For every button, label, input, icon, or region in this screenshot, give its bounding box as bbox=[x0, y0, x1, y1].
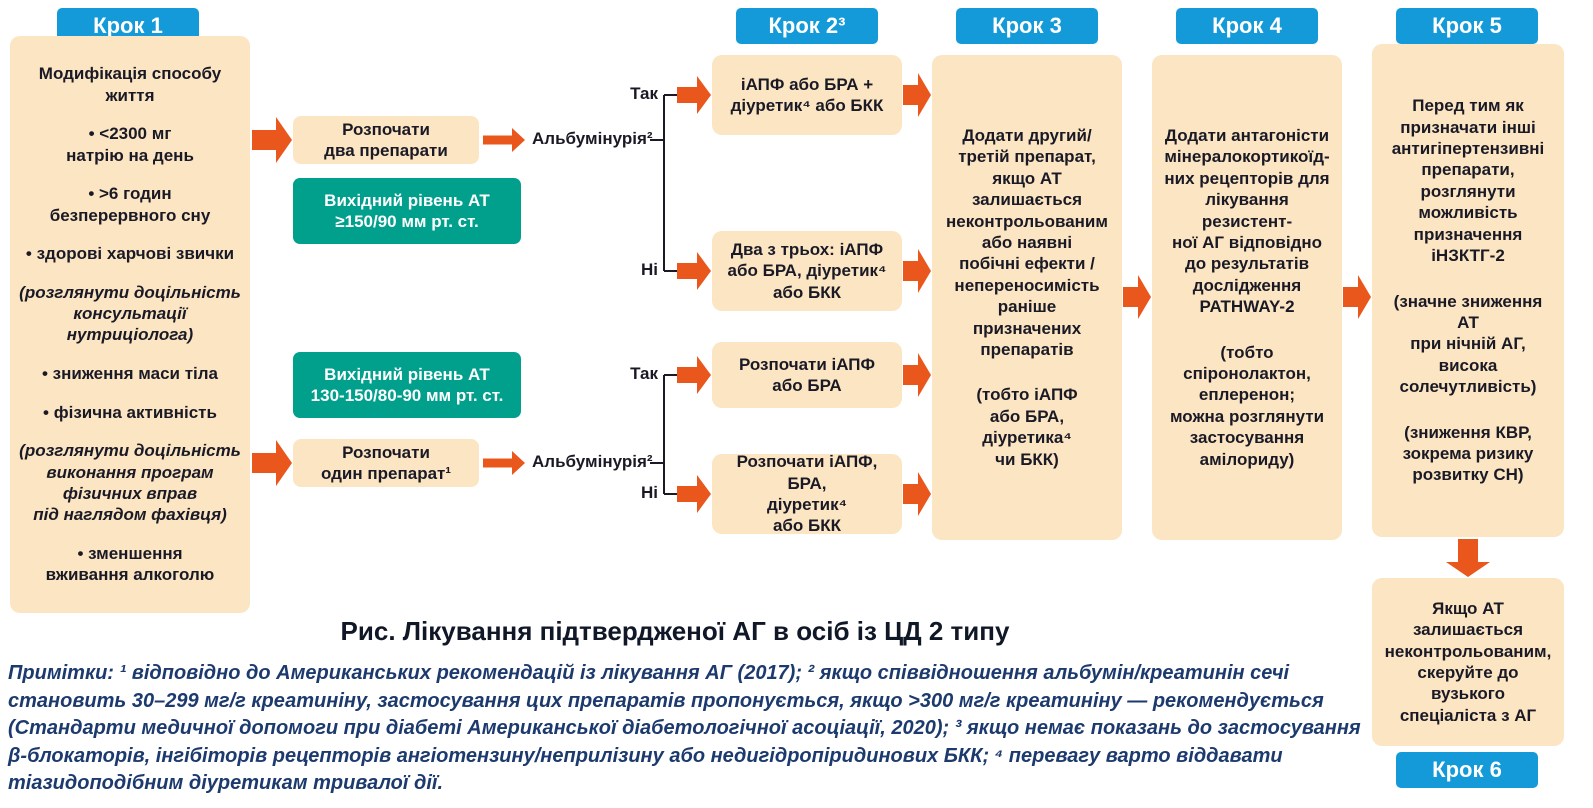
step5-paragraph-note-2: (зниження КВР, зокрема ризику розвитку С… bbox=[1402, 422, 1534, 485]
step5-sglt2-box: Перед тим як призначати інші антигіперте… bbox=[1372, 44, 1564, 537]
badge-step-3: Крок 3 bbox=[956, 8, 1098, 44]
flow-arrow bbox=[903, 249, 931, 293]
flow-arrow bbox=[1446, 539, 1490, 577]
lifestyle-item-weight: • зниження маси тіла bbox=[41, 364, 219, 383]
flow-arrow bbox=[1123, 275, 1151, 319]
step3-paragraph-note: (тобто іАПФ або БРА, діуретика⁴ чи БКК) bbox=[976, 385, 1078, 469]
flow-arrow bbox=[1343, 275, 1371, 319]
lifestyle-note-exercise-program: (розглянути доцільність виконання програ… bbox=[19, 441, 241, 525]
step4-paragraph-main: Додати антагоністи мінералокортикоїд- ни… bbox=[1164, 125, 1330, 317]
flow-arrow bbox=[677, 76, 711, 114]
lifestyle-item-sleep: • >6 годин безперервного сну bbox=[49, 184, 211, 225]
flow-arrow bbox=[903, 353, 931, 397]
yes-label-bottom: Так bbox=[630, 364, 658, 383]
no-label-bottom: Ні bbox=[641, 483, 658, 502]
flow-arrow bbox=[483, 128, 525, 152]
lifestyle-title: Модифікація способу життя bbox=[38, 64, 222, 105]
flow-arrow bbox=[252, 117, 292, 163]
badge-step-4: Крок 4 bbox=[1176, 8, 1318, 44]
yes-label-top: Так bbox=[630, 84, 658, 103]
badge-step-2: Крок 2³ bbox=[736, 8, 878, 44]
step1-lifestyle-box: Модифікація способу життя • <2300 мг нат… bbox=[10, 36, 250, 613]
lifestyle-note-nutritionist: (розглянути доцільність консультації нут… bbox=[19, 282, 241, 345]
baseline-bp-high-box: Вихідний рівень АТ ≥150/90 мм рт. ст. bbox=[293, 178, 521, 244]
flow-arrow bbox=[483, 451, 525, 475]
start-one-drug-box: Розпочати один препарат¹ bbox=[293, 439, 479, 487]
flow-arrow bbox=[677, 356, 711, 394]
lifestyle-item-sodium: • <2300 мг натрію на день bbox=[66, 124, 194, 165]
figure-caption: Рис. Лікування підтвердженої АГ в осіб і… bbox=[340, 616, 1010, 646]
step3-add-drug-box: Додати другий/ третій препарат, якщо АТ … bbox=[932, 55, 1122, 540]
step2-option-3-label: Розпочати іАПФ або БРА bbox=[738, 354, 876, 395]
step2-option-two-of-three: Два з трьох: іАПФ або БРА, діуретик⁴ або… bbox=[712, 231, 902, 311]
step2-option-start-acei-arb: Розпочати іАПФ або БРА bbox=[712, 342, 902, 408]
step2-option-2-label: Два з трьох: іАПФ або БРА, діуретик⁴ або… bbox=[727, 239, 887, 302]
baseline-bp-mid-box: Вихідний рівень АТ 130-150/80-90 мм рт. … bbox=[293, 352, 521, 418]
badge-step-6: Крок 6 bbox=[1396, 752, 1538, 788]
step2-option-start-any: Розпочати іАПФ, БРА, діуретик⁴ або БКК bbox=[712, 452, 902, 536]
flow-arrow bbox=[677, 252, 711, 290]
step2-option-acei-arb-diuretic: іАПФ або БРА + діуретик⁴ або БКК bbox=[712, 55, 902, 135]
step6-referral-box: Якщо АТ залишається неконтрольованим, ск… bbox=[1372, 578, 1564, 746]
step2-option-4-label: Розпочати іАПФ, БРА, діуретик⁴ або БКК bbox=[736, 452, 878, 536]
no-label-top: Ні bbox=[641, 260, 658, 279]
flow-arrow bbox=[903, 73, 931, 117]
albuminuria-label-bottom: Альбумінурія² bbox=[532, 452, 653, 471]
lifestyle-item-activity: • фізична активність bbox=[43, 402, 217, 422]
step4-paragraph-note: (тобто спіронолактон, еплеренон; можна р… bbox=[1169, 342, 1325, 469]
start-two-drugs-label: Розпочати два препарати bbox=[324, 119, 448, 160]
step6-referral-label: Якщо АТ залишається неконтрольованим, ск… bbox=[1384, 598, 1552, 725]
baseline-bp-high-label: Вихідний рівень АТ ≥150/90 мм рт. ст. bbox=[324, 190, 490, 231]
lifestyle-item-alcohol: • зменшення вживання алкоголю bbox=[45, 543, 215, 585]
step5-paragraph-main: Перед тим як призначати інші антигіперте… bbox=[1391, 96, 1545, 266]
step3-paragraph-main: Додати другий/ третій препарат, якщо АТ … bbox=[946, 125, 1108, 360]
start-one-drug-label: Розпочати один препарат¹ bbox=[320, 442, 452, 483]
flow-arrow bbox=[252, 440, 292, 486]
footnotes: Примітки: ¹ відповідно до Американських … bbox=[8, 662, 1361, 795]
baseline-bp-mid-label: Вихідний рівень АТ 130-150/80-90 мм рт. … bbox=[310, 364, 504, 405]
albuminuria-label-top: Альбумінурія² bbox=[532, 129, 653, 148]
flow-arrow bbox=[903, 472, 931, 516]
step4-mra-box: Додати антагоністи мінералокортикоїд- ни… bbox=[1152, 55, 1342, 540]
step5-paragraph-note-1: (значне зниження АТ при нічній АГ, висок… bbox=[1393, 291, 1543, 397]
lifestyle-item-diet: • здорові харчові звички bbox=[25, 244, 235, 264]
flow-arrow bbox=[677, 475, 711, 513]
badge-step-5: Крок 5 bbox=[1396, 8, 1538, 44]
start-two-drugs-box: Розпочати два препарати bbox=[293, 116, 479, 164]
step2-option-1-label: іАПФ або БРА + діуретик⁴ або БКК bbox=[730, 74, 884, 115]
